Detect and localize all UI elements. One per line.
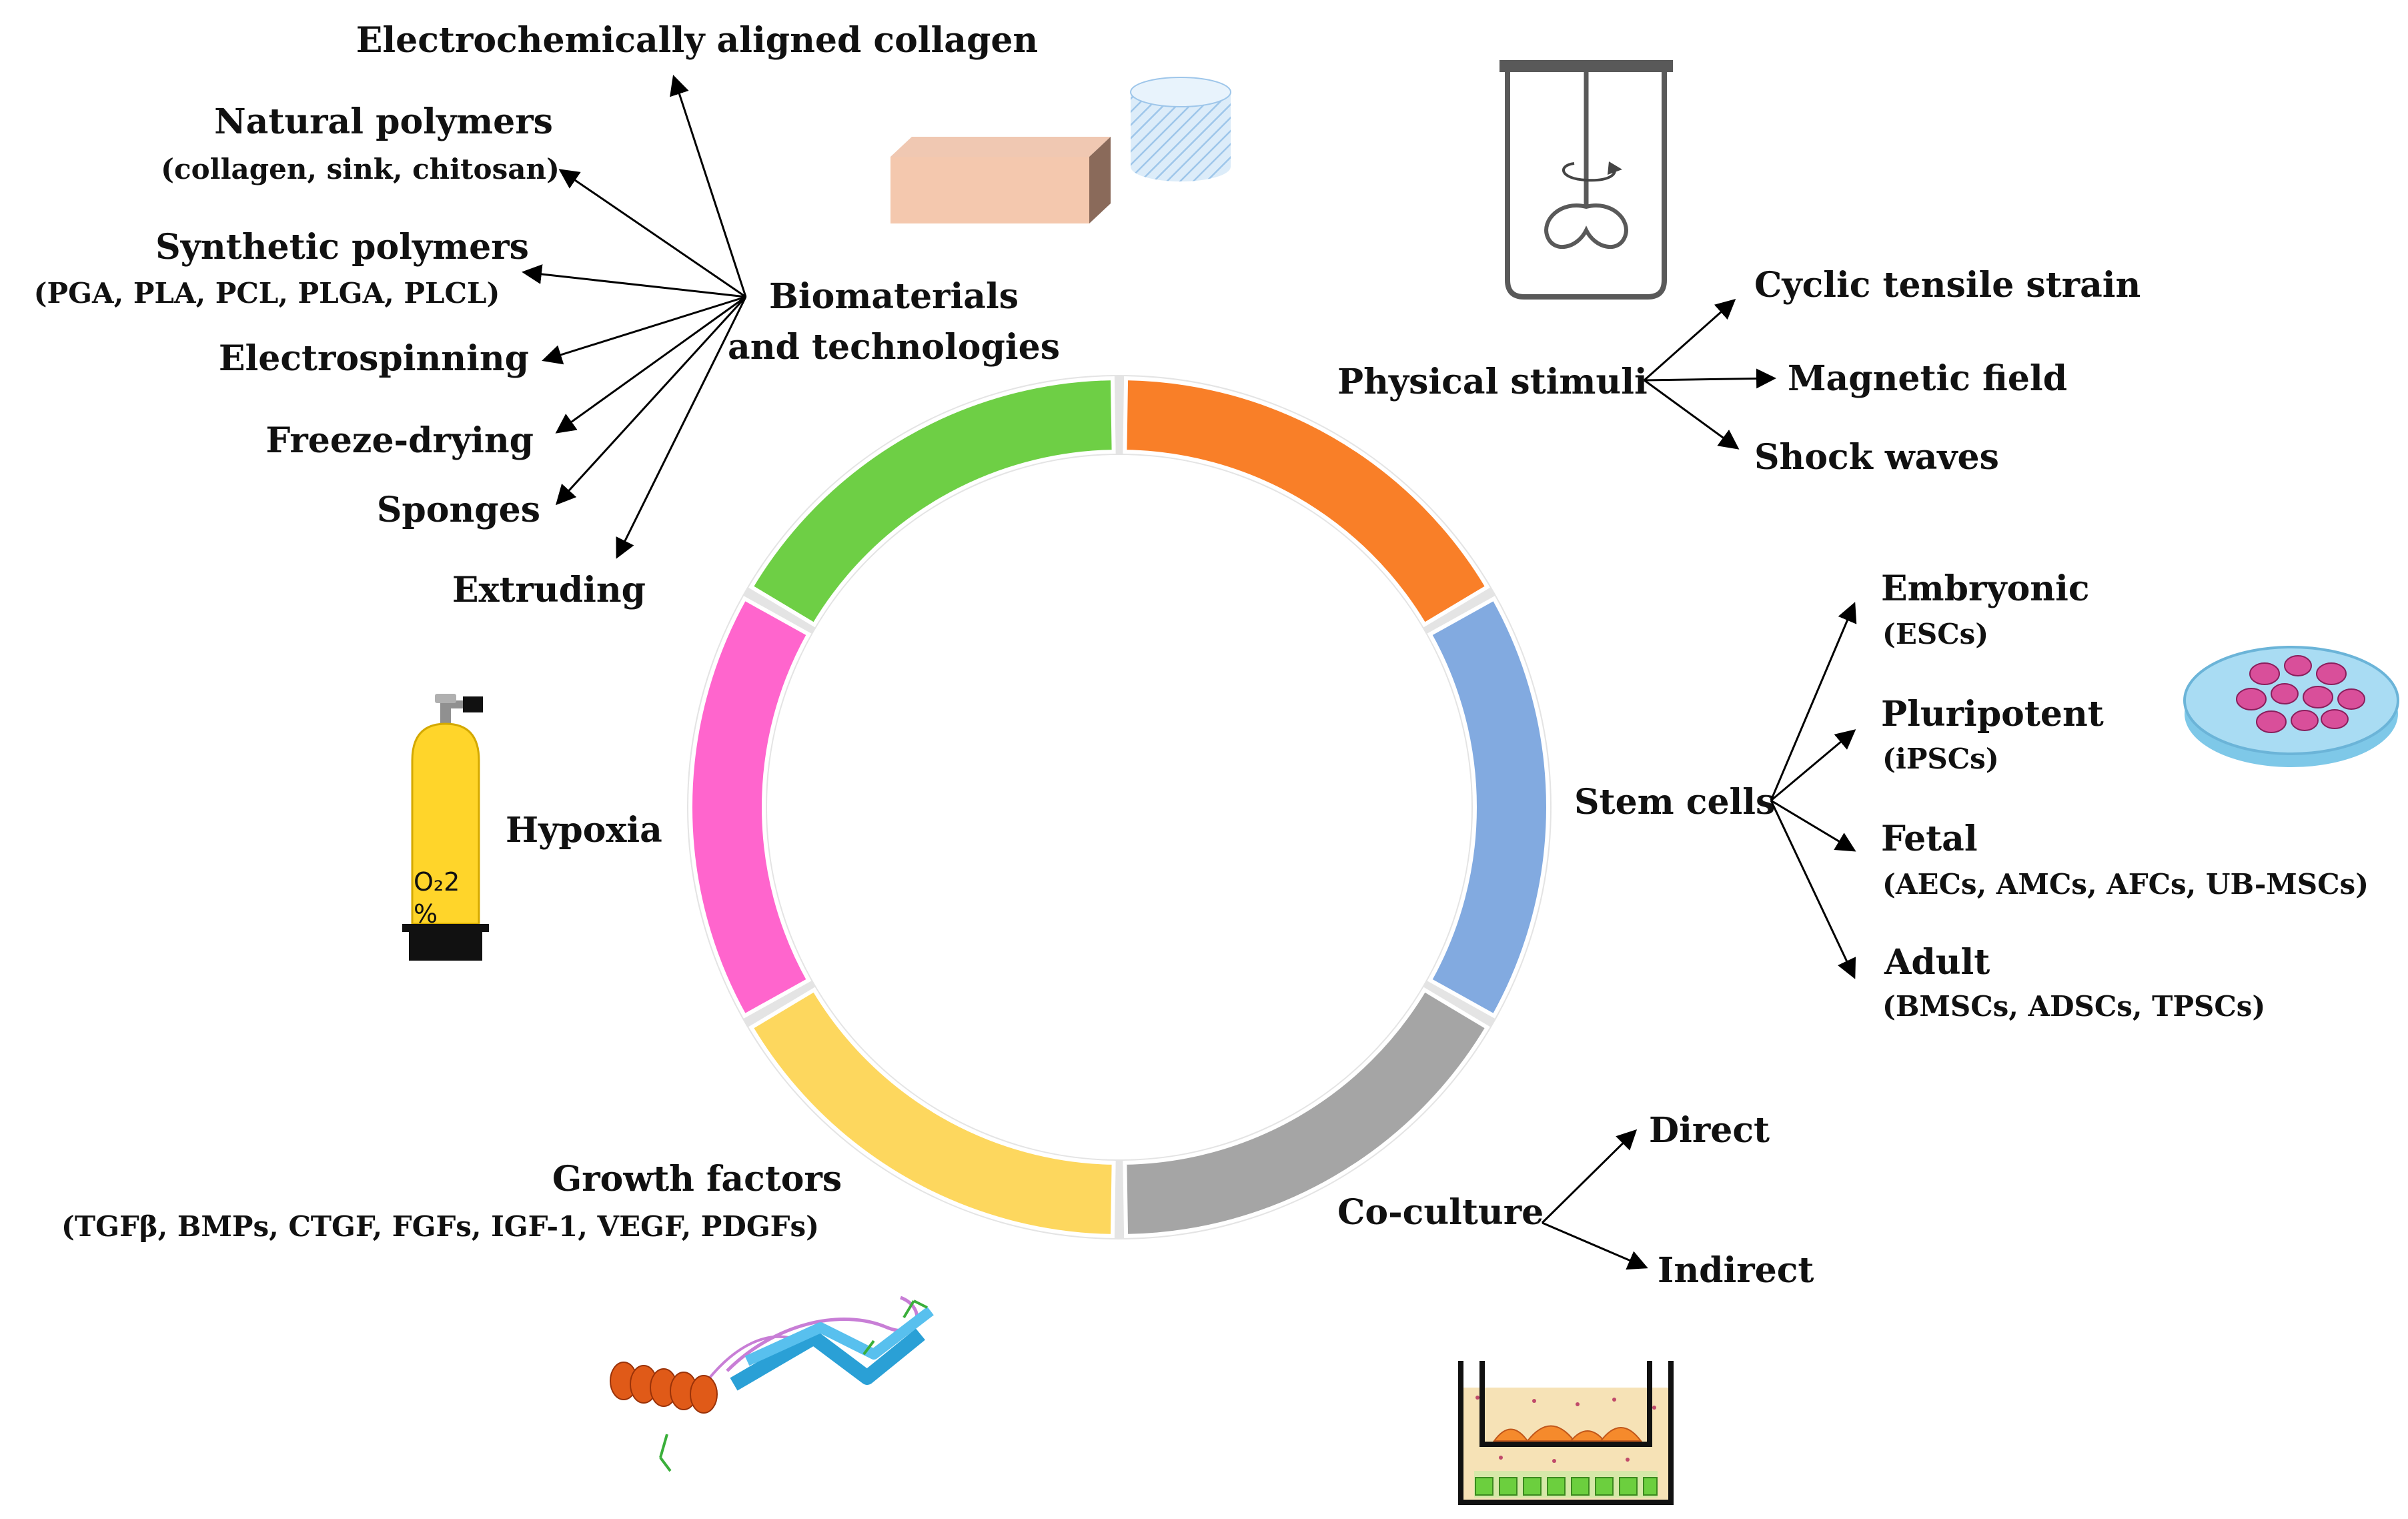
arrow-pluripotent <box>1770 729 1856 802</box>
co-culture-title: Co-culture <box>1337 1192 1544 1233</box>
arrow-indirect <box>1542 1221 1648 1270</box>
arrow-extruding <box>616 296 747 559</box>
label-adult-sub: (BMSCs, ADSCs, TPSCs) <box>1882 990 2265 1023</box>
arrow-synthetic <box>522 264 746 298</box>
stem-cells-title: Stem cells <box>1574 782 1775 823</box>
label-embryonic-sub: (ESCs) <box>1882 618 1988 650</box>
arrow-adult <box>1770 800 1856 979</box>
label-shock-waves: Shock waves <box>1754 437 1999 478</box>
label-adult: Adult <box>1884 942 1990 983</box>
ring-chart <box>687 375 1552 1239</box>
arrow-cyclic <box>1644 299 1736 382</box>
label-natural-polymers-sub: (collagen, sink, chitosan) <box>161 153 560 185</box>
arrow-magnetic <box>1644 368 1776 389</box>
arrow-natural <box>558 169 746 298</box>
label-fetal-sub: (AECs, AMCs, AFCs, UB-MSCs) <box>1882 868 2369 901</box>
tank-label: O₂2 <box>414 867 460 897</box>
arrow-shock <box>1644 379 1740 450</box>
label-cyclic-tensile-strain: Cyclic tensile strain <box>1754 265 2141 306</box>
co-culture-group: Co-culture Direct Indirect <box>1337 1110 1814 1505</box>
hypoxia-title: Hypoxia <box>506 810 662 851</box>
physical-stimuli-group: Physical stimuli Cyclic tensile strain M… <box>1337 60 2141 478</box>
label-direct: Direct <box>1649 1110 1770 1151</box>
growth-factors-group: Growth factors (TGFβ, BMPs, CTGF, FGFs, … <box>61 1159 934 1472</box>
arrow-embryonic <box>1770 602 1857 801</box>
label-pluripotent-sub: (iPSCs) <box>1882 742 1999 775</box>
growth-factors-sub: (TGFβ, BMPs, CTGF, FGFs, IGF-1, VEGF, PD… <box>61 1210 819 1243</box>
biomaterials-title-line2: and technologies <box>728 327 1060 368</box>
ring-segment-hypoxia <box>688 596 812 1019</box>
label-magnetic-field: Magnetic field <box>1788 358 2067 399</box>
ring-segment-physical-stimuli <box>1123 376 1490 628</box>
label-embryonic: Embryonic <box>1881 568 2090 609</box>
label-eac: Electrochemically aligned collagen <box>356 20 1038 61</box>
protein-structure-icon <box>610 1296 934 1472</box>
scaffold-block-icon <box>890 137 1111 223</box>
physical-stimuli-title: Physical stimuli <box>1337 362 1648 402</box>
growth-factors-title: Growth factors <box>552 1159 842 1199</box>
bioreactor-icon <box>1499 60 1673 300</box>
ring-segment-stem-cells <box>1427 596 1550 1019</box>
label-electrospinning: Electrospinning <box>219 338 529 379</box>
label-extruding: Extruding <box>452 570 646 610</box>
oxygen-tank-icon: O₂2 % <box>402 694 489 961</box>
transwell-icon <box>1458 1361 1674 1505</box>
stem-cells-group: Stem cells Embryonic (ESCs) Pluripotent … <box>1574 568 2399 1023</box>
petri-dish-icon <box>2183 646 2399 767</box>
label-sponges: Sponges <box>377 490 540 530</box>
ring-segment-co-culture <box>1123 987 1490 1238</box>
ring-segment-biomaterials <box>748 376 1116 628</box>
arrow-fetal <box>1770 799 1856 852</box>
tank-label-percent: % <box>414 899 438 929</box>
label-synthetic-polymers-sub: (PGA, PLA, PCL, PLGA, PLCL) <box>34 277 500 310</box>
arrow-eac <box>670 75 747 298</box>
arrow-direct <box>1541 1129 1638 1224</box>
biomaterials-arrows <box>522 75 747 559</box>
label-pluripotent: Pluripotent <box>1881 694 2104 734</box>
arrow-freeze <box>555 296 746 434</box>
hypoxia-group: Hypoxia O₂2 % <box>402 694 662 961</box>
scaffold-cylinder-icon <box>1130 77 1231 181</box>
biomaterials-group: Biomaterials and technologies Electroche… <box>34 20 1231 610</box>
biomaterials-title-line1: Biomaterials <box>769 276 1019 317</box>
label-freeze-drying: Freeze-drying <box>265 420 534 461</box>
ring-segment-growth-factors <box>748 987 1116 1238</box>
arrow-electrospinning <box>542 296 746 365</box>
label-synthetic-polymers: Synthetic polymers <box>155 227 529 268</box>
arrow-sponges <box>555 296 747 506</box>
label-fetal: Fetal <box>1881 819 1978 859</box>
label-natural-polymers: Natural polymers <box>214 101 553 142</box>
label-indirect: Indirect <box>1658 1250 1814 1291</box>
